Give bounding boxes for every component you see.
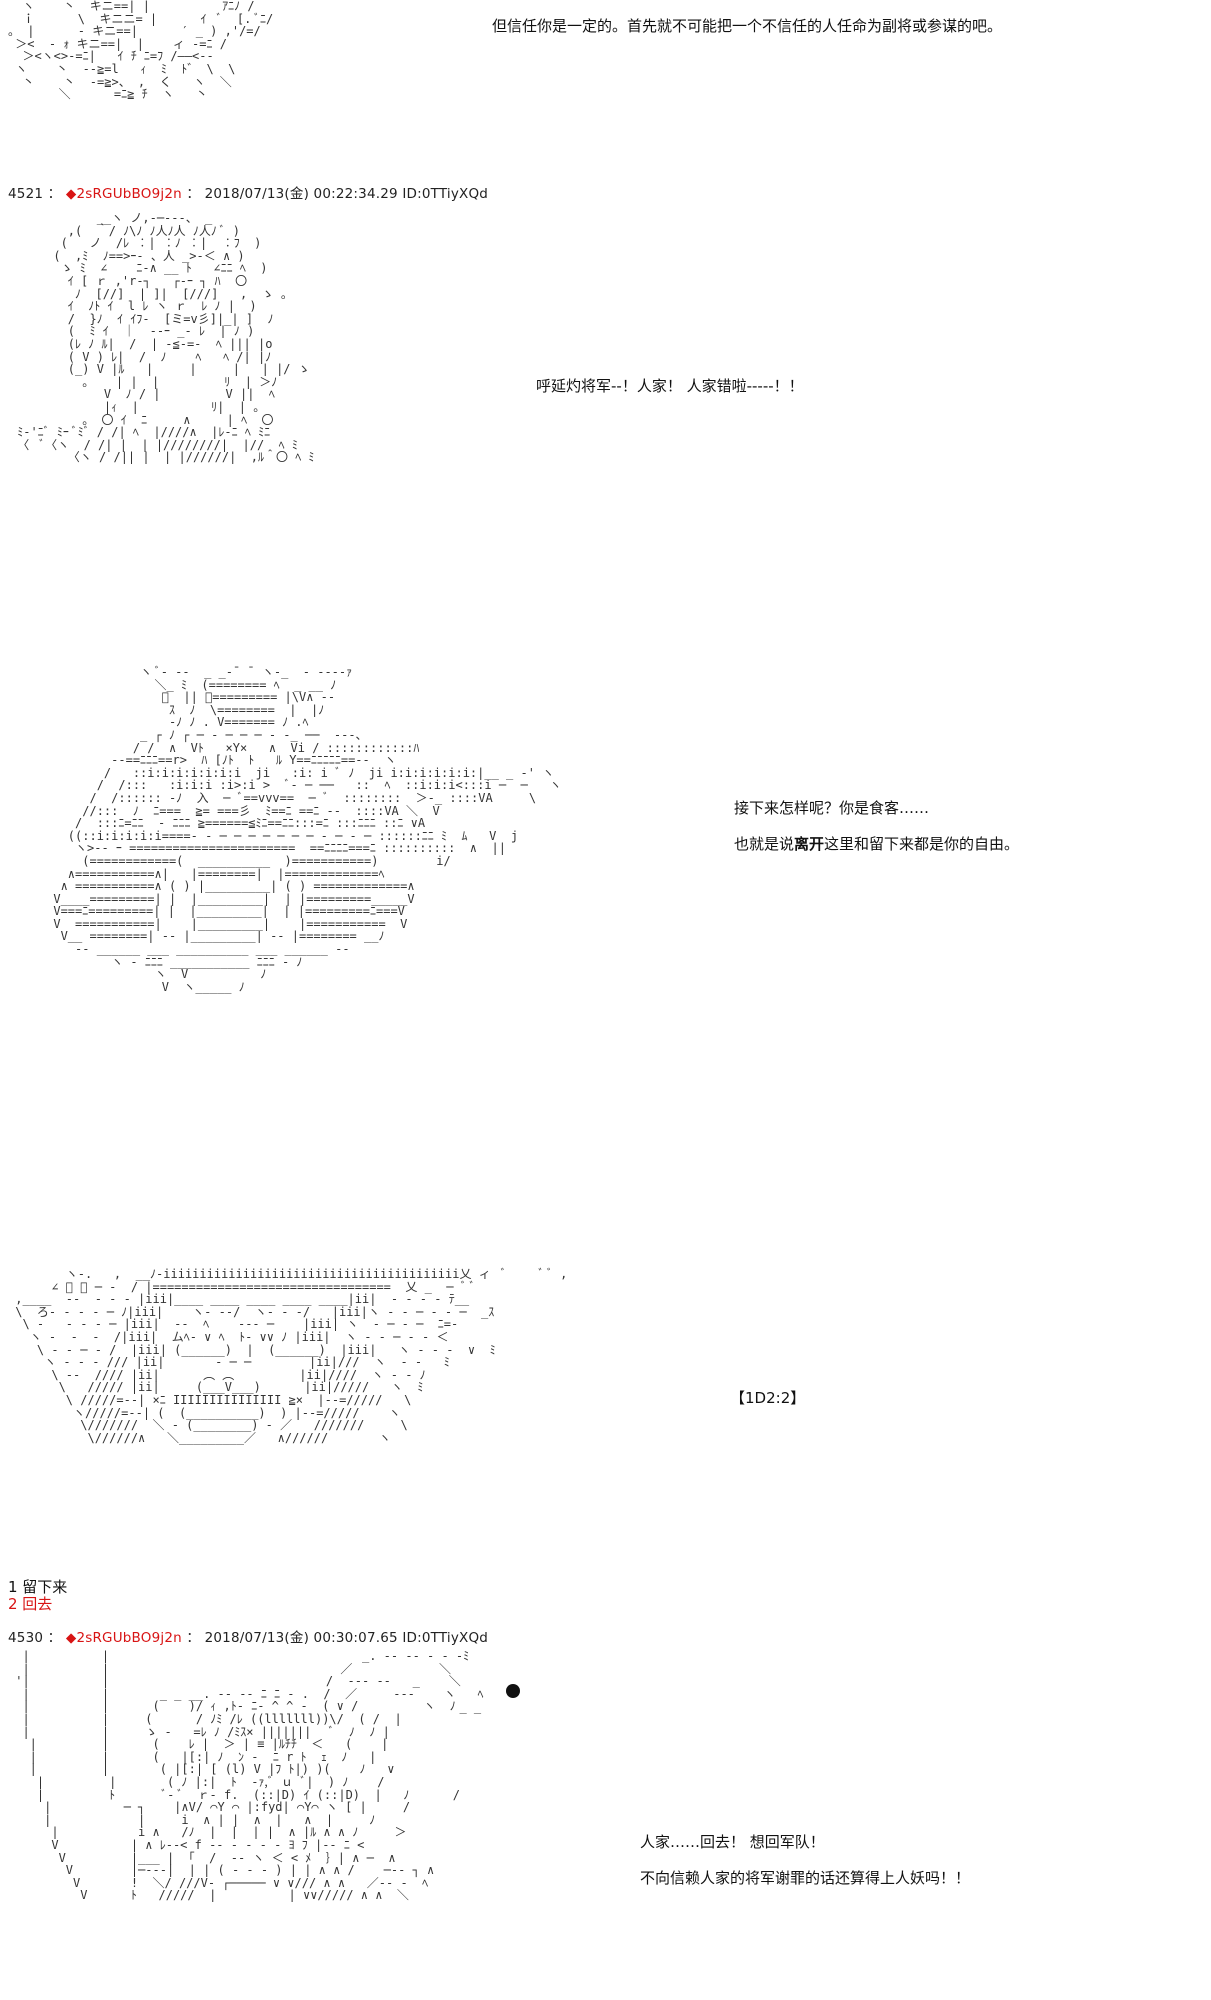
dice-roll-text: 【1D2:2】 [730,1389,806,1407]
dialog-line: 但信任你是一定的。首先就不可能把一个不信任的人任命为副将或参谋的吧。 [492,17,1003,35]
ascii-art-top: ヽ 丶 キニ==| | ｱﾆﾉ / ｉ \ キニニ= | ｲ ﾞ [. ﾞﾆ/ … [8,0,274,102]
dialog-line: 也就是说离开这里和留下来都是你的自由。 [734,835,1020,853]
dialog-line: 呼延灼将军--！人家！ 人家错啦-----！！ [536,377,804,395]
ascii-art-character-2: ヽ ﾞ‐ -- _ _‐¯ ¯ ヽ-_ ‐ ----ｧ ＼_ ﾐ (======… [53,665,562,994]
poster-trip: ◆2sRGUbBO9j2n [65,186,182,202]
dice-roll: 【1D2:2】 [730,1386,805,1410]
post-meta: 2018/07/13(金) 00:30:07.65 ID:0TTiyXQd [204,1630,489,1646]
post-number[interactable]: 4521 [8,186,44,202]
post-number[interactable]: 4530 [8,1630,44,1646]
dialog-line: 不向信赖人家的将军谢罪的话还算得上人妖吗！！ [640,1869,971,1887]
dialog-line: 人家……回去！ 想回军队！ [640,1833,825,1851]
dialog-text: 呼延灼将军--！人家！ 人家错啦-----！！ [536,374,804,398]
dialog-text: 人家……回去！ 想回军队！ 不向信赖人家的将军谢罪的话还算得上人妖吗！！ [640,1830,970,1890]
post-header: 4530 ： ◆2sRGUbBO9j2n ： 2018/07/13(金) 00:… [8,1630,489,1646]
poster-trip: ◆2sRGUbBO9j2n [65,1630,182,1646]
ascii-art-character-1: __ヽ ノ,-─‐--、 _ ,( ｀/ ﾉ\ﾉ ﾉ人ﾉ人 ﾉ人ﾉ ﾞ ) ( … [17,211,315,465]
choice-go-back[interactable]: 2 回去 [8,1595,53,1613]
post-meta: 2018/07/13(金) 00:22:34.29 ID:0TTiyXQd [204,186,489,202]
post-header: 4521 ： ◆2sRGUbBO9j2n ： 2018/07/13(金) 00:… [8,186,489,202]
dialog-text: 但信任你是一定的。首先就不可能把一个不信任的人任命为副将或参谋的吧。 [492,14,1002,38]
swan-eye-icon [506,1684,520,1698]
choice-stay[interactable]: 1 留下来 [8,1578,68,1596]
emphasis-leave: 离开 [794,835,825,853]
dialog-text: 接下来怎样呢？你是食客…… 也就是说离开这里和留下来都是你的自由。 [734,796,1019,856]
dialog-line: 接下来怎样呢？你是食客…… [734,799,930,817]
ascii-art-character-4: | | _. ‐‐ ‐‐ ‐ ‐ ‐ﾐ | | ／ ＼ '| | / ‐‐‐ ‐… [15,1649,484,1903]
ascii-art-character-3: ヽ‐. , __ﾉ‐iiiiiiiiiiiiiiiiiiiiiiiiiiiiii… [15,1267,568,1445]
